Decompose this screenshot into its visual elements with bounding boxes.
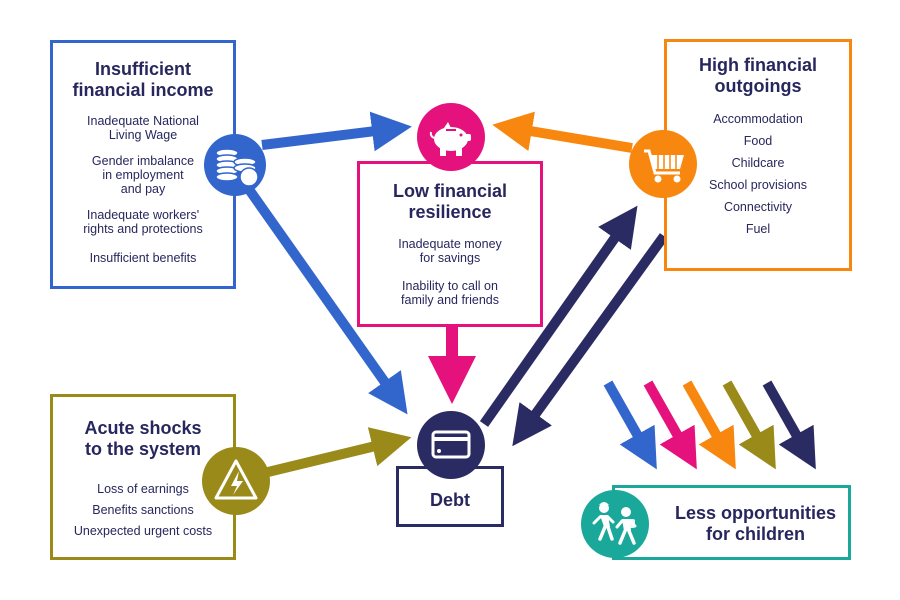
piggy-bank-icon	[417, 103, 485, 171]
coins-icon	[204, 134, 266, 196]
resilience-item: Inability to call on family and friends	[401, 279, 499, 307]
outgoings-item: Childcare	[731, 156, 785, 170]
debt-title: Debt	[430, 490, 470, 510]
arrow-children-orange	[682, 380, 736, 470]
shocks-title: Acute shocks to the system	[84, 418, 202, 459]
arrow-outgoings-to-debt	[512, 233, 669, 447]
running-children-icon	[581, 490, 649, 558]
arrow-debt-to-outgoings	[479, 205, 638, 427]
outgoings-item: School provisions	[709, 178, 807, 192]
resilience-title: Low financial resilience	[392, 181, 507, 222]
lightning-warning-icon	[202, 447, 270, 515]
income-item: Inadequate National Living Wage	[87, 114, 199, 142]
arrow-children-olive	[722, 380, 776, 470]
income-item: Inadequate workers' rights and protectio…	[83, 208, 203, 236]
arrow-children-navy	[762, 380, 816, 470]
arrow-income-to-debt	[243, 185, 408, 415]
arrow-income-to-resilience	[261, 111, 412, 152]
outgoings-item: Fuel	[745, 222, 771, 236]
income-title: Insufficient financial income	[72, 59, 214, 100]
shocks-item: Benefits sanctions	[92, 503, 194, 517]
children-title: Less opportunities for children	[674, 503, 836, 544]
arrow-children-blue	[603, 380, 657, 470]
arrow-outgoings-to-resilience	[492, 111, 633, 153]
outgoings-title: High financial outgoings	[698, 55, 817, 96]
resilience-item: Inadequate money for savings	[398, 237, 502, 265]
children-box: Less opportunities for children	[612, 485, 851, 560]
credit-card-icon	[417, 411, 485, 479]
income-item: Insufficient benefits	[89, 251, 197, 265]
shocks-item: Unexpected urgent costs	[73, 524, 213, 538]
outgoings-box: High financial outgoings Accommodation F…	[664, 39, 852, 271]
income-box: Insufficient financial income Inadequate…	[50, 40, 236, 289]
arrow-shocks-to-debt	[266, 427, 412, 477]
shocks-item: Loss of earnings	[97, 482, 189, 496]
outgoings-item: Food	[743, 134, 773, 148]
shopping-cart-icon	[629, 130, 697, 198]
income-item: Gender imbalance in employment and pay	[91, 154, 195, 196]
arrow-children-pink	[643, 380, 697, 470]
outgoings-item: Accommodation	[713, 112, 803, 126]
resilience-box: Low financial resilience Inadequate mone…	[357, 161, 543, 327]
outgoings-item: Connectivity	[723, 200, 793, 214]
